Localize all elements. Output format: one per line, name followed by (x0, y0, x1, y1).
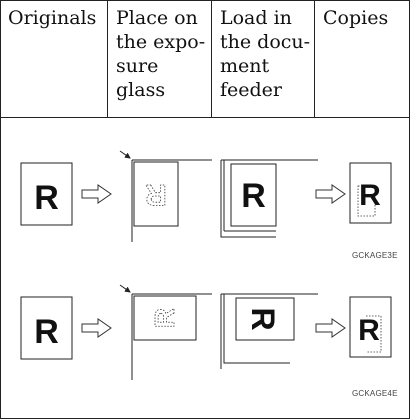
document-feeder-frame-2 (220, 293, 318, 369)
column-divider-1 (107, 0, 108, 118)
feeder-sheet-2 (235, 297, 295, 341)
copy-dotted-frame-1 (357, 185, 376, 217)
glass-sheet-1 (133, 161, 179, 227)
table-border-left (0, 0, 1, 419)
column-divider-3 (314, 0, 315, 118)
letter-r-original-1: R (34, 179, 59, 217)
letter-r-original-2: R (34, 313, 59, 351)
table-border-right (409, 0, 410, 419)
svg-text:R: R (145, 178, 167, 211)
header-separator (0, 117, 410, 118)
document-feeder-frame-1 (220, 159, 318, 238)
figure-caption-1: GCKAGE3E (352, 251, 398, 260)
original-sheet-2 (20, 296, 73, 360)
letter-r-rotated-feeder-2: R (245, 307, 281, 330)
copy-sheet-1 (349, 162, 392, 224)
glass-sheet-2 (133, 295, 197, 341)
table-border-bottom (0, 418, 410, 419)
column-divider-2 (211, 0, 212, 118)
header-originals: Originals (8, 7, 97, 29)
corner-mark-arrow-2 (119, 284, 131, 293)
letter-r-mirrored-dotted-1: R (144, 178, 167, 212)
letter-r-copy-1: R (359, 179, 381, 212)
copy-sheet-2 (349, 296, 392, 358)
hollow-arrow-2 (315, 184, 346, 204)
svg-text:R: R (245, 307, 281, 330)
letter-r-rotated-dotted-2: R (149, 307, 181, 328)
figure-row-2: R R R R (20, 284, 392, 380)
copy-dotted-frame-2 (366, 315, 382, 353)
letter-r-feeder-1: R (241, 177, 266, 215)
svg-text:R: R (149, 308, 180, 328)
header-place-on-glass: Place on the expo- sure glass (116, 7, 206, 101)
table-border-top (0, 0, 410, 1)
figure-row-1: R R R R (20, 150, 392, 242)
exposure-glass-corner-2 (131, 293, 212, 380)
original-sheet-1 (20, 162, 73, 226)
hollow-arrow-3 (81, 318, 112, 338)
feeder-sheet-1 (230, 163, 277, 227)
corner-mark-arrow-1 (119, 150, 131, 159)
letter-r-copy-2: R (358, 314, 380, 347)
figure-caption-2: GCKAGE4E (352, 389, 398, 398)
hollow-arrow-1 (81, 184, 112, 204)
header-load-in-feeder: Load in the docu- ment feeder (220, 7, 311, 101)
header-copies: Copies (323, 7, 389, 29)
hollow-arrow-4 (315, 318, 346, 338)
exposure-glass-corner-1 (131, 159, 212, 242)
